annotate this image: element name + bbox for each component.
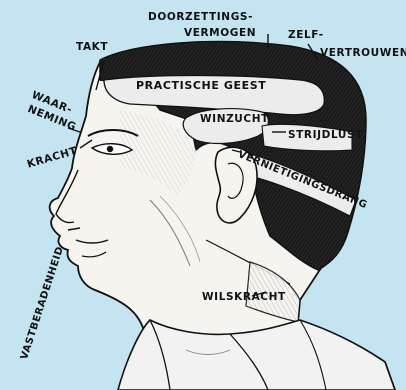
label-zelfvertrouwen-2: VERTROUWEN [320, 48, 406, 59]
label-winzucht: WINZUCHT [200, 114, 269, 125]
label-doorzettingsvermogen-2: VERMOGEN [184, 28, 256, 39]
label-practische-geest: PRACTISCHE GEEST [136, 80, 266, 91]
label-wilskracht: WILSKRACHT [202, 292, 286, 303]
label-doorzettingsvermogen-1: DOORZETTINGS- [148, 12, 253, 23]
label-strijdlust: STRIJDLUST [288, 130, 363, 141]
label-takt: TAKT [76, 42, 108, 53]
label-zelfvertrouwen-1: ZELF- [288, 30, 324, 41]
collar [118, 320, 395, 390]
